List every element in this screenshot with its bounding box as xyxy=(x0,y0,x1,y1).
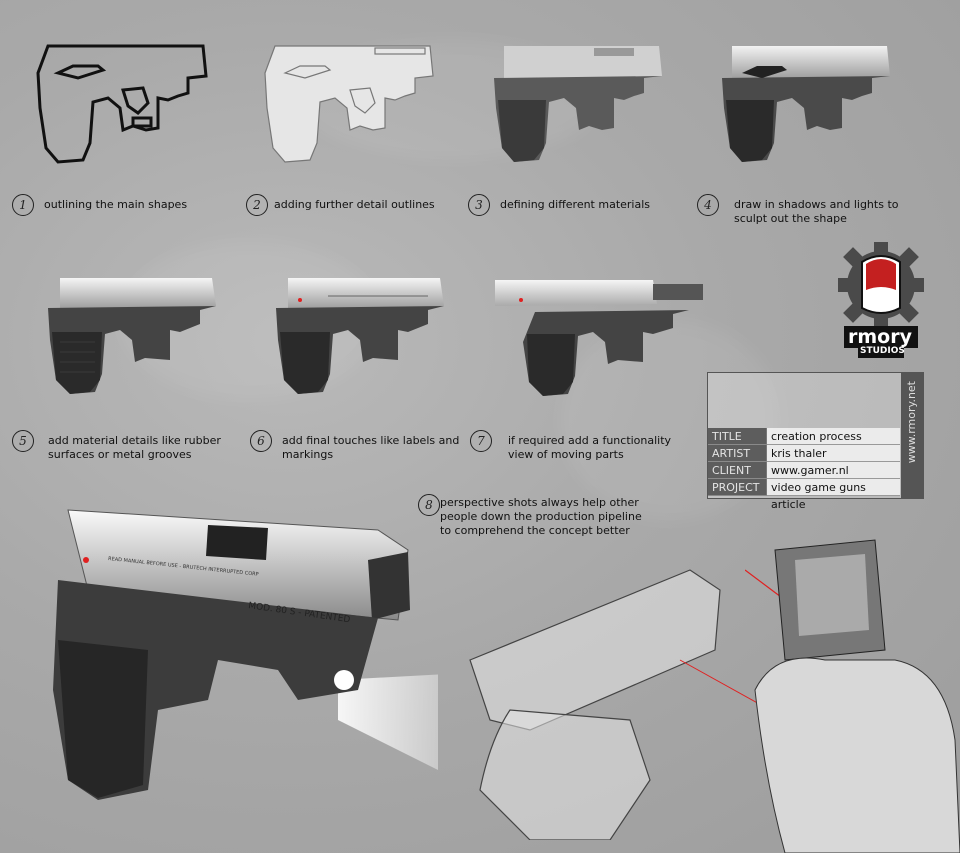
logo-wordmark: rmory xyxy=(848,326,912,348)
step-caption: adding further detail outlines xyxy=(274,198,435,211)
gun-final-touches-drawing xyxy=(276,278,444,394)
gun-perspective-render: MOD. 80 S - PATENTED READ MANUAL BEFORE … xyxy=(53,509,438,800)
step-number: 8 xyxy=(418,494,440,516)
step-number: 1 xyxy=(12,194,34,216)
credits-key: ARTIST xyxy=(708,445,766,462)
gun-outline-drawing xyxy=(36,44,208,164)
credits-row-artist: ARTIST kris thaler xyxy=(708,445,900,462)
credits-value: video game guns article xyxy=(766,479,900,511)
gun-moving-parts-drawing xyxy=(495,280,703,396)
website-label: www.rmory.net xyxy=(905,381,918,464)
step-caption: defining different materials xyxy=(500,198,651,211)
step-caption: add final touches like labels and markin… xyxy=(282,434,460,461)
step-caption: add material details like rubber surface… xyxy=(48,434,221,461)
step-caption: perspective shots always help other peop… xyxy=(440,496,642,537)
hand-front-view-sketch xyxy=(745,539,960,853)
step-number: 4 xyxy=(697,194,719,216)
credits-key: CLIENT xyxy=(708,462,766,479)
step-number: 6 xyxy=(250,430,272,452)
credits-row-client: CLIENT www.gamer.nl xyxy=(708,462,900,479)
credits-side-bar: www.rmory.net xyxy=(901,373,923,498)
step-caption: draw in shadows and lights to sculpt out… xyxy=(734,198,899,225)
credits-value: kris thaler xyxy=(766,445,900,462)
step-number: 7 xyxy=(470,430,492,452)
credits-key: TITLE xyxy=(708,428,766,445)
credits-row-title: TITLE creation process xyxy=(708,428,900,445)
credits-row-project: PROJECT video game guns article xyxy=(708,479,900,511)
gun-shading-drawing xyxy=(722,46,890,162)
rmory-studios-logo: rmory STUDIOS xyxy=(836,240,926,360)
gun-material-details-drawing xyxy=(48,278,216,394)
step-number: 5 xyxy=(12,430,34,452)
logo-subtitle: STUDIOS xyxy=(860,346,905,356)
gun-detail-outline-drawing xyxy=(264,45,434,163)
hand-holding-gun-sketch xyxy=(469,569,770,840)
credits-value: creation process xyxy=(766,428,900,445)
credits-panel: TITLE creation process ARTIST kris thale… xyxy=(707,372,924,511)
step-number: 3 xyxy=(468,194,490,216)
gear-icon xyxy=(838,242,924,358)
step-caption: if required add a functionality view of … xyxy=(508,434,672,461)
gun-materials-drawing xyxy=(494,46,662,162)
credits-value: www.gamer.nl xyxy=(766,462,900,479)
step-number: 2 xyxy=(246,194,268,216)
credits-key: PROJECT xyxy=(708,479,766,496)
step-caption: outlining the main shapes xyxy=(44,198,188,211)
